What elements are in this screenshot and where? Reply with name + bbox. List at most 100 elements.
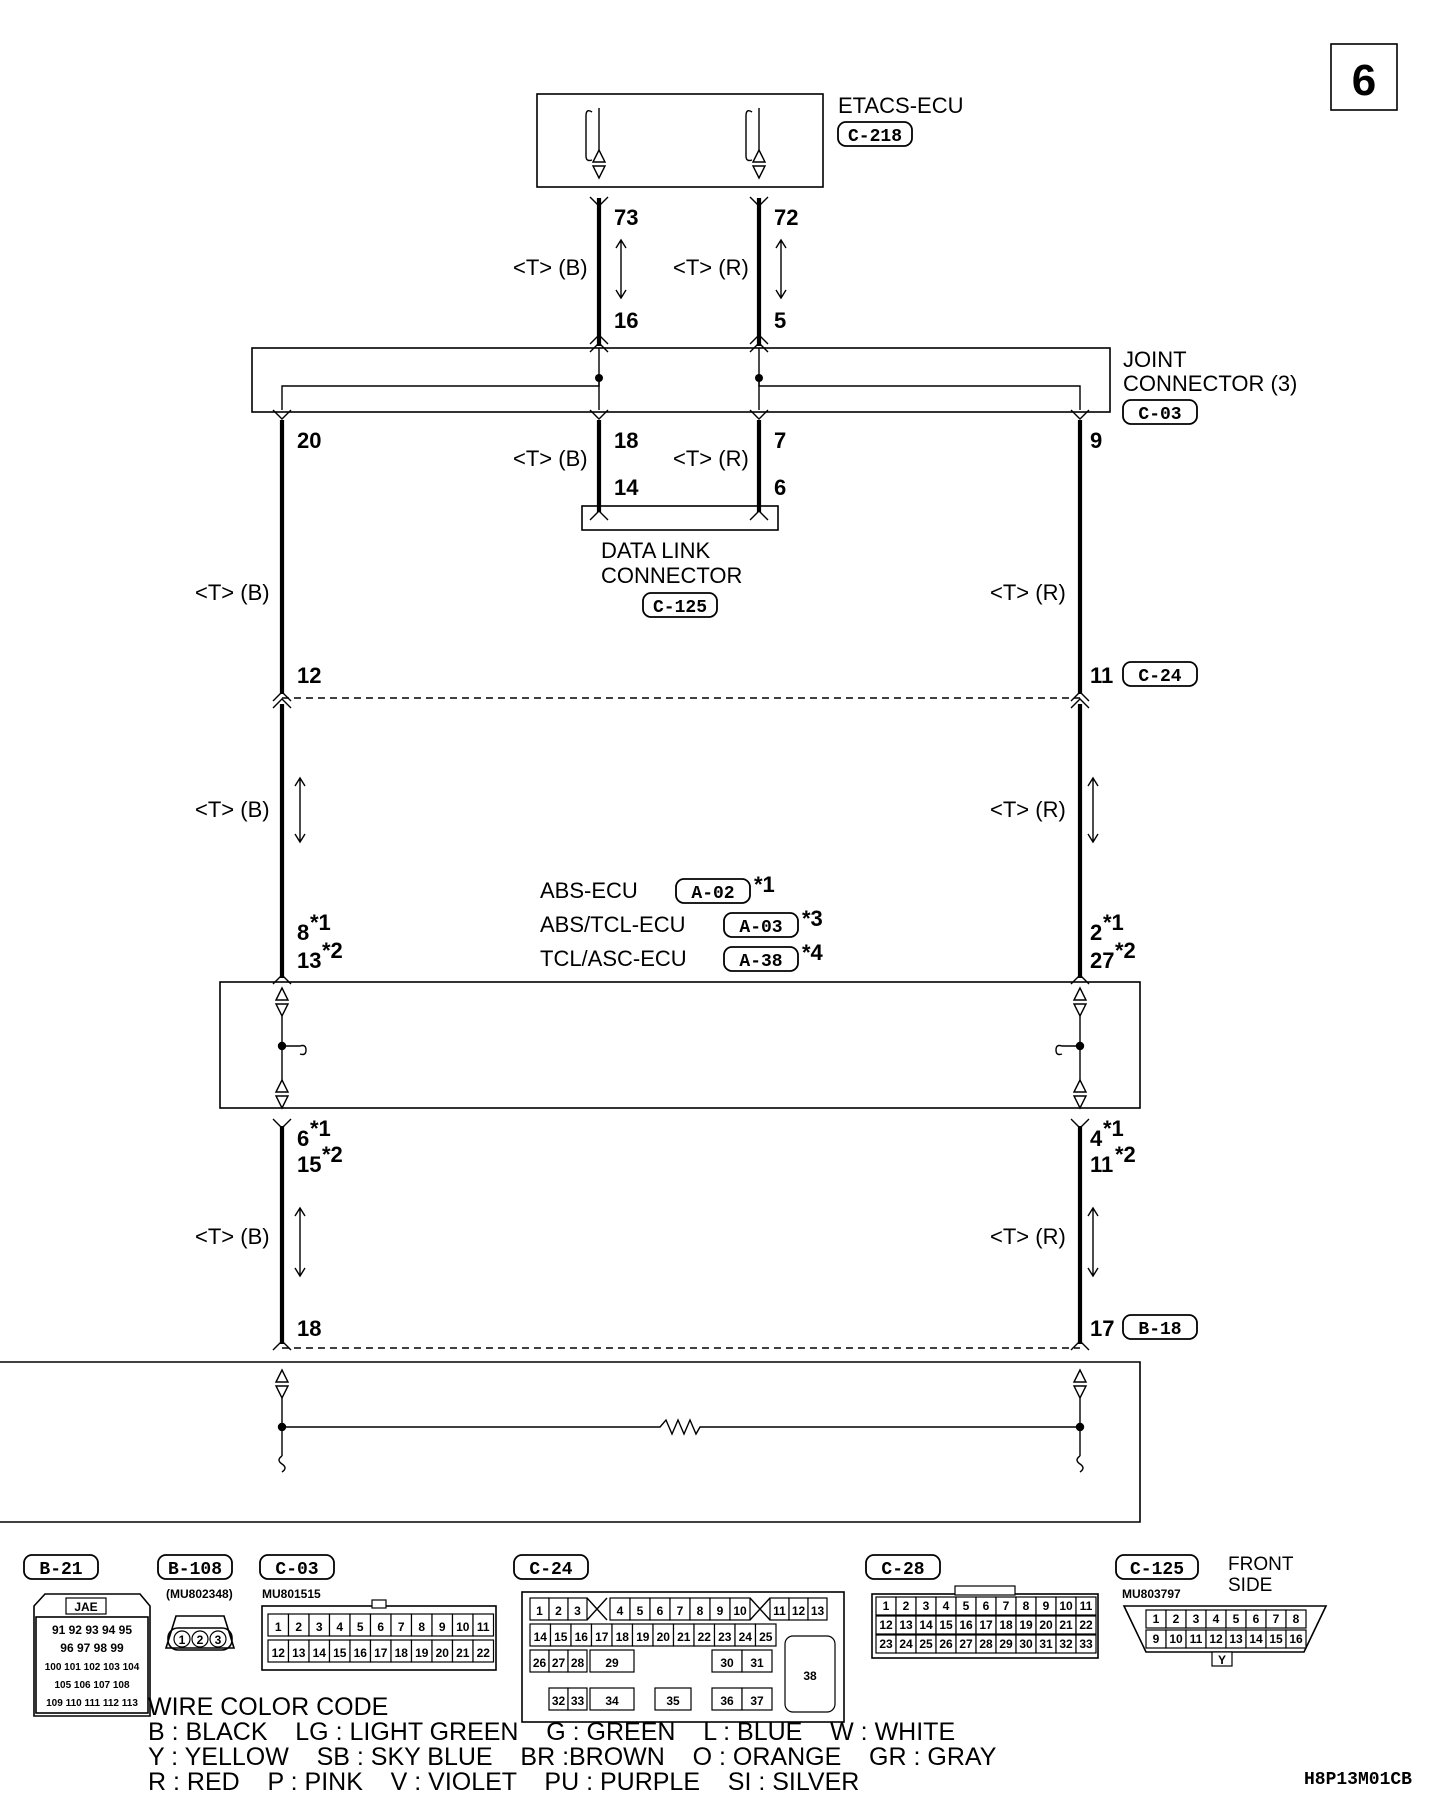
pin-18-b18: 18: [297, 1316, 321, 1341]
c24-row3a-pin-28: 28: [571, 1656, 585, 1670]
joint-connector-label-1: JOINT: [1123, 347, 1187, 372]
c28-row2-pin-14: 14: [919, 1618, 933, 1632]
c03-row1-pin-2: 2: [295, 1620, 302, 1634]
c28-row1-pin-7: 7: [1003, 1599, 1010, 1613]
c24-row1b-cell: [729, 1597, 751, 1621]
pin-12: 12: [297, 663, 321, 688]
c24-row4d-pin-37: 37: [750, 1694, 764, 1708]
joint-connector-label-2: CONNECTOR (3): [1123, 371, 1297, 396]
c24-row1b-pin-10: 10: [733, 1604, 747, 1618]
c03-row1-pin-4: 4: [336, 1620, 343, 1634]
c24-row4d-pin-36: 36: [720, 1694, 734, 1708]
c125-row2-pin-13: 13: [1229, 1632, 1243, 1646]
data-link-connector-box: [581, 505, 779, 531]
c28-row1-pin-3: 3: [923, 1599, 930, 1613]
c28-row1-pin-4: 4: [943, 1599, 950, 1613]
c28-row2-pin-19: 19: [1019, 1618, 1033, 1632]
c03-row1-pin-8: 8: [418, 1620, 425, 1634]
c03-row1-pin-6: 6: [377, 1620, 384, 1634]
c03-row2-pin-19: 19: [415, 1646, 429, 1660]
c125-row2-pin-14: 14: [1249, 1632, 1263, 1646]
c03-row2-pin-14: 14: [313, 1646, 327, 1660]
etacs-internal-symbol-left: [585, 108, 607, 180]
wire-label-dlc-black: <T> (B): [513, 446, 588, 471]
c125-front-side-1: FRONT: [1228, 1554, 1294, 1575]
c03-row2-pin-22: 22: [477, 1646, 491, 1660]
wire-label-left-upper: <T> (B): [195, 580, 270, 605]
c28-row1-pin-1: 1: [883, 1599, 890, 1613]
c28-row1-pin-8: 8: [1023, 1599, 1030, 1613]
b21-row-3: 100 101 102 103 104: [45, 1662, 140, 1673]
c125-row1-pin-7: 7: [1273, 1612, 1280, 1626]
c24-row4a-pin-33: 33: [571, 1694, 585, 1708]
b21-code-badge: [23, 1554, 99, 1580]
c03-row1-pin-7: 7: [398, 1620, 405, 1634]
c125-row2-pin-16: 16: [1289, 1632, 1303, 1646]
c24-row1b-pin-5: 5: [637, 1604, 644, 1618]
pin-6-abs-note: *1: [310, 1116, 331, 1141]
abs-ecu-box: [219, 981, 1141, 1109]
c24-row1a-pin-1: 1: [536, 1604, 543, 1618]
c24-row3c-pin-31: 31: [750, 1656, 764, 1670]
terminating-resistor-line: [282, 1418, 1080, 1436]
tcl-asc-ecu-code-badge: [723, 946, 799, 972]
c125-row2-cell: [1285, 1629, 1307, 1649]
c24-row2-pin-20: 20: [657, 1630, 671, 1644]
c24-pin-38: 38: [803, 1669, 817, 1683]
abs-tcl-ecu-note: *3: [802, 906, 823, 931]
connector-mark-9: [1070, 409, 1090, 420]
c125-part: MU803797: [1122, 1587, 1181, 1601]
c24-row3b-cell: [589, 1649, 635, 1673]
c28-row2-pin-15: 15: [939, 1618, 953, 1632]
c24-row1a-pin-3: 3: [574, 1604, 581, 1618]
b18-code: B-18: [1138, 1320, 1181, 1340]
wire-color-code-line-1: B : BLACK LG : LIGHT GREEN G : GREEN L :…: [148, 1718, 955, 1746]
c03-row1-pin-1: 1: [275, 1620, 282, 1634]
c28-view-code: C-28: [881, 1560, 924, 1580]
connector-mark-16: [589, 334, 609, 353]
pin-2: 2: [1090, 920, 1102, 945]
c125-row2-pin-11: 11: [1190, 1632, 1203, 1646]
c24-row2-pin-14: 14: [534, 1630, 548, 1644]
signal-direction-arrow-right-lower: [1087, 1206, 1099, 1278]
joint-connector-code: C-03: [1138, 405, 1181, 425]
b21-connector-face: JAE 91 92 93 94 95 96 97 98 99 100 101 1…: [33, 1593, 151, 1717]
page-number: 6: [1352, 56, 1376, 105]
connector-mark-17: [1070, 1340, 1090, 1351]
etacs-internal-symbol-right: [745, 108, 767, 180]
c28-row1-pin-10: 10: [1059, 1599, 1073, 1613]
c03-row2-pin-17: 17: [374, 1646, 388, 1660]
c28-row3-pin-23: 23: [879, 1637, 893, 1651]
figure-code: H8P13M01CB: [1304, 1770, 1412, 1790]
c24-row1c-pin-13: 13: [811, 1604, 825, 1618]
b108-pin-3: 3: [215, 1633, 222, 1647]
tcl-asc-ecu-note: *4: [802, 940, 824, 965]
pin-73: 73: [614, 205, 638, 230]
c24-row2-pin-18: 18: [616, 1630, 630, 1644]
c24-view-code: C-24: [529, 1560, 572, 1580]
pin-8: 8: [297, 920, 309, 945]
c28-row3-pin-31: 31: [1039, 1637, 1053, 1651]
wire-label-etacs-black: <T> (B): [513, 255, 588, 280]
c03-row2-pin-18: 18: [395, 1646, 409, 1660]
b108-pin-1: 1: [179, 1633, 186, 1647]
c28-row3-pin-26: 26: [939, 1637, 953, 1651]
c03-view-code: C-03: [275, 1560, 318, 1580]
pin-14: 14: [614, 475, 639, 500]
signal-direction-arrow-left-middle: [294, 776, 306, 844]
connector-mark-18a: [589, 409, 609, 420]
abs-tcl-ecu-code-badge: [723, 912, 799, 938]
c03-row2-pin-15: 15: [333, 1646, 347, 1660]
c03-row2-pin-16: 16: [354, 1646, 368, 1660]
pin-6-abs: 6: [297, 1126, 309, 1151]
c125-row1-cell: [1285, 1609, 1307, 1629]
abs-tcl-ecu-label: ABS/TCL-ECU: [540, 912, 685, 937]
c24-view-code-badge: [513, 1554, 589, 1580]
c24-row2-pin-19: 19: [636, 1630, 650, 1644]
b108-part: (MU802348): [166, 1587, 233, 1601]
pin-13-note: *2: [322, 938, 343, 963]
c28-row1-pin-2: 2: [903, 1599, 910, 1613]
c125-row1-pin-6: 6: [1253, 1612, 1260, 1626]
connector-mark-18-b18: [272, 1340, 292, 1351]
